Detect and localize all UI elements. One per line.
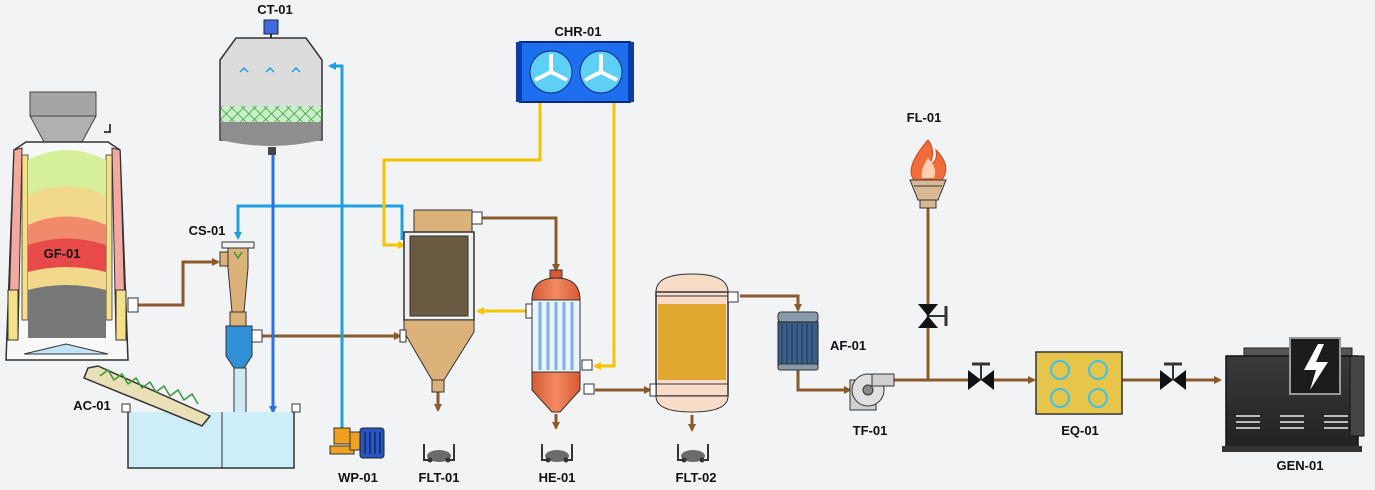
- cs-label: CS-01: [189, 223, 226, 238]
- gasifier-icon: [5, 91, 139, 361]
- pipe-ct-to-cs: [234, 204, 342, 240]
- gen-label: GEN-01: [1277, 458, 1324, 473]
- equalizer-icon: [1035, 351, 1123, 415]
- valve-icon-flare[interactable]: [918, 304, 948, 328]
- gf-label: GF-01: [44, 246, 81, 261]
- filter-tank-icon-2: [649, 273, 739, 413]
- chr-label: CHR-01: [555, 24, 602, 39]
- pipe-flt1-to-he: [482, 216, 560, 272]
- wp-label: WP-01: [338, 470, 378, 485]
- he-drain-cart: [541, 444, 573, 463]
- chiller-icon: [516, 41, 634, 103]
- pipe-wp-to-ct: [328, 62, 344, 428]
- flt1-drain-cart: [423, 444, 455, 463]
- flt2-drain-cart: [677, 444, 709, 463]
- water-pump-icon: [329, 427, 385, 459]
- turbo-fan-icon: [849, 373, 895, 411]
- flare-icon: [909, 139, 947, 209]
- eq-label: EQ-01: [1061, 423, 1099, 438]
- valve-icon-eq-inlet[interactable]: [968, 362, 994, 390]
- filter-tank-icon: [399, 209, 483, 393]
- he-label: HE-01: [539, 470, 576, 485]
- generator-icon: [1222, 337, 1365, 452]
- pipe-chr-to-flt1: [382, 100, 542, 249]
- ct-label: CT-01: [257, 2, 292, 17]
- heat-exchanger-icon: [525, 269, 595, 413]
- flt1-label: FLT-01: [419, 470, 460, 485]
- air-filter-icon: [777, 311, 819, 371]
- pipe-gf-to-cs: [138, 258, 220, 307]
- auger-conveyor-icon: [83, 365, 212, 427]
- ac-label: AC-01: [73, 398, 111, 413]
- flt2-label: FLT-02: [676, 470, 717, 485]
- pipe-ct-branch-flt1: [342, 204, 404, 240]
- valve-icon-gen-inlet[interactable]: [1160, 362, 1186, 390]
- cooling-tower-icon: [219, 19, 323, 155]
- tf-label: TF-01: [853, 423, 888, 438]
- cyclone-separator-icon: [219, 241, 263, 429]
- fl-label: FL-01: [907, 110, 942, 125]
- water-tank: [121, 403, 301, 469]
- pipe-flt2-to-af: [740, 294, 802, 312]
- pipes: [138, 62, 1222, 432]
- af-label: AF-01: [830, 338, 866, 353]
- pipe-chr-to-he: [593, 100, 616, 370]
- pipe-af-to-tf: [796, 368, 852, 394]
